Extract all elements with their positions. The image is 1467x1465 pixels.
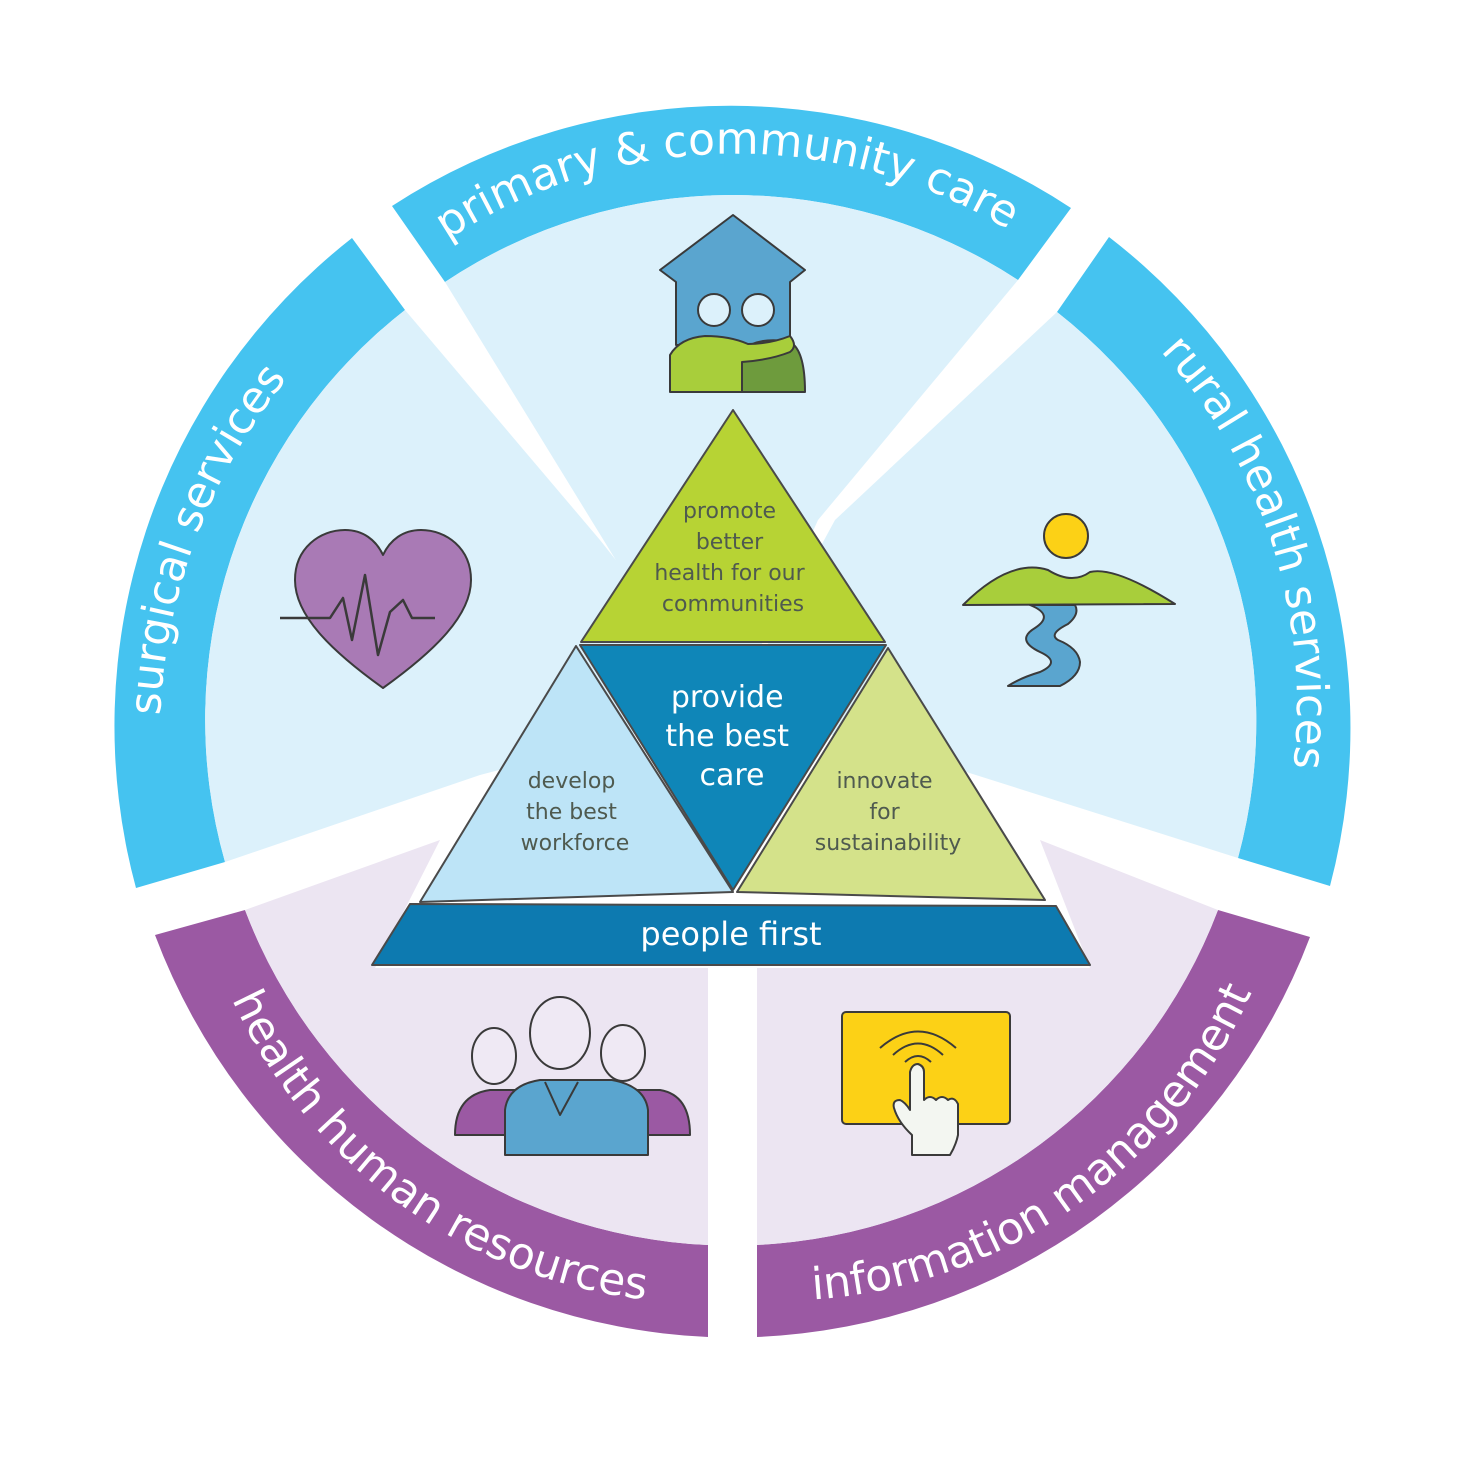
segment-primary-ring xyxy=(392,105,1071,282)
segment-info-ring xyxy=(757,910,1310,1337)
segment-surgical-ring xyxy=(114,238,405,888)
pyramid-left-triangle xyxy=(419,645,734,903)
pyramid-left-text: develop the best workforce xyxy=(521,769,630,856)
pyramid-top-text: promote better health for our communitie… xyxy=(654,499,811,617)
touchscreen-hand-icon xyxy=(841,1011,1011,1156)
segment-hhr-ring xyxy=(155,910,708,1337)
pyramid xyxy=(371,409,1091,966)
pyramid-right-text: innovate for sustainability xyxy=(815,769,961,856)
pyramid-center-text: provide the best care xyxy=(665,680,798,793)
house-people-icon xyxy=(659,214,806,393)
pyramid-top-triangle xyxy=(580,409,886,643)
pyramid-center-triangle xyxy=(579,644,887,891)
heart-heartbeat-icon xyxy=(280,529,472,689)
pyramid-base-bar xyxy=(371,903,1091,966)
pyramid-base-text: people first xyxy=(640,915,821,953)
pyramid-right-triangle xyxy=(736,647,1046,901)
segment-rural-ring xyxy=(1057,237,1351,886)
landscape-river-icon xyxy=(962,513,1176,687)
people-group-icon xyxy=(454,996,691,1156)
